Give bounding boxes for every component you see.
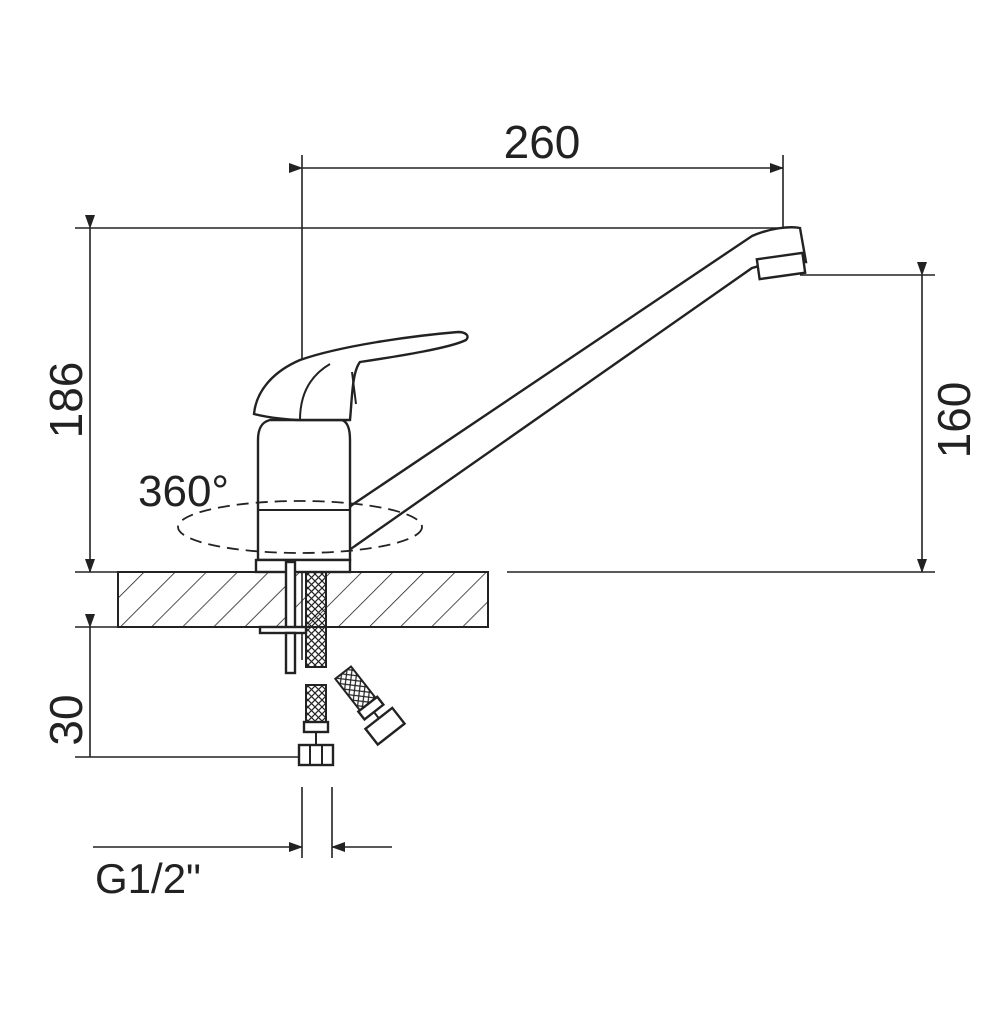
lever-detail-line xyxy=(351,371,357,405)
hose-straight-ferrule xyxy=(302,720,330,734)
spout xyxy=(338,226,808,551)
hose-straight-nut xyxy=(297,743,335,767)
lever-inner-curve xyxy=(299,363,331,421)
mixer-body-shell xyxy=(256,418,352,562)
rotation-label: 360° xyxy=(138,467,229,516)
hose-upper-section xyxy=(305,571,327,668)
mixer-body xyxy=(254,418,352,574)
rotation-indicator: 360° xyxy=(138,467,423,554)
countertop-section xyxy=(117,571,489,628)
rotation-ellipse xyxy=(177,500,423,554)
mounting-rod xyxy=(258,560,308,675)
threaded-rod xyxy=(284,560,297,632)
reach-label: 260 xyxy=(504,116,581,168)
lever-paddle xyxy=(252,330,469,422)
below-counter-dimension: 30 xyxy=(40,614,300,758)
thread-label: G1/2" xyxy=(95,855,201,902)
lever-handle xyxy=(252,330,469,422)
hose-angled-stem xyxy=(373,711,380,719)
spout-arm xyxy=(338,226,808,551)
height-label: 186 xyxy=(40,362,92,439)
spout-aerator xyxy=(755,251,807,281)
reach-dimension: 260 xyxy=(289,116,784,660)
hose-straight-braid xyxy=(305,684,327,726)
countertop-hatching xyxy=(117,571,489,628)
supply-hoses xyxy=(297,571,407,767)
rod-end xyxy=(284,631,297,675)
hose-angled xyxy=(333,665,407,747)
below-counter-label: 30 xyxy=(40,694,92,745)
thread-dimension: G1/2" xyxy=(93,787,392,902)
mounting-washer xyxy=(258,625,308,635)
height-dimension: 186 xyxy=(40,215,783,573)
spout-height-dimension: 160 xyxy=(507,262,980,573)
spout-height-label: 160 xyxy=(928,382,980,459)
body-base-ring xyxy=(254,558,352,574)
